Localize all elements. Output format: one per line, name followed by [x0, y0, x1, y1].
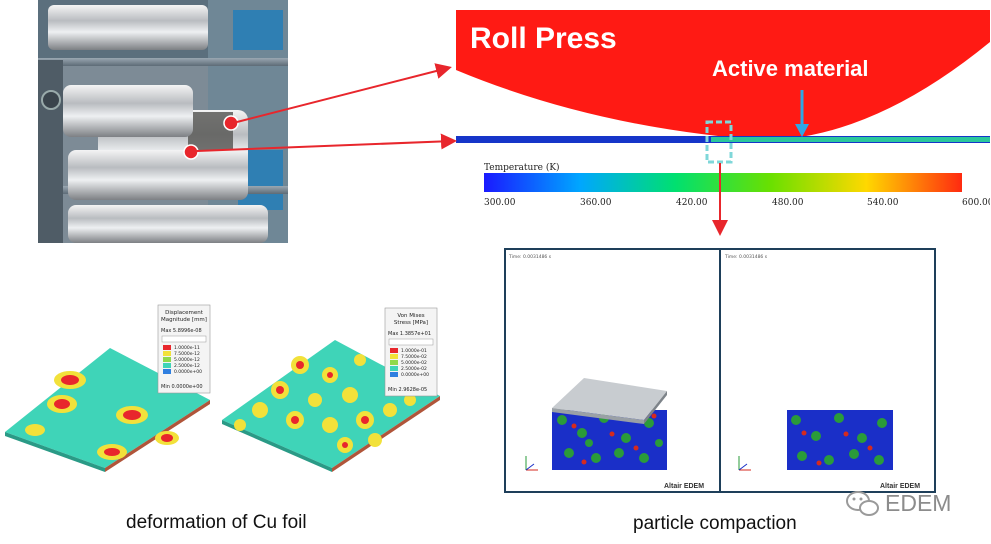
- particle-compaction-figure: Time: 0.0031486 s Time: 0.0031486 s: [504, 248, 936, 493]
- displacement-legend-min: Min 0.0000e+00: [161, 384, 203, 390]
- wechat-icon: [846, 491, 879, 516]
- colorbar-tick-4: 480.00: [772, 198, 804, 208]
- colorbar-title: Temperature (K): [484, 162, 560, 173]
- colorbar-tick-2: 360.00: [580, 198, 612, 208]
- von-mises-legend-title-1: Von Mises: [397, 313, 424, 319]
- axis-triad-right-icon: [738, 456, 751, 471]
- colorbar-tick-labels: 300.00 360.00 420.00 480.00 540.00 600.0…: [484, 198, 990, 208]
- von-mises-legend-title-2: Stress [MPa]: [394, 320, 428, 326]
- cu-foil-deformation-figure: Displacement Magnitude [mm] Max 5.8996e-…: [5, 304, 440, 472]
- roll-press-simulation: 300.00 360.00 420.00 480.00 540.00 600.0…: [456, 10, 990, 208]
- roll-press-title: Roll Press: [470, 22, 617, 55]
- von-mises-legend: Von Mises Stress [MPa] Max 1.3857e+01 1.…: [384, 307, 438, 397]
- compaction-caption: particle compaction: [633, 513, 797, 534]
- foil-caption: deformation of Cu foil: [126, 512, 307, 533]
- von-mises-legend-max: Max 1.3857e+01: [388, 331, 431, 337]
- compaction-block-left: [552, 378, 667, 470]
- displacement-legend-entry-5: 0.0000e+00: [174, 369, 202, 375]
- time-label-right: Time: 0.0031486 s: [724, 254, 768, 260]
- displacement-legend-entry-3: 5.0000e-12: [174, 357, 200, 363]
- von-mises-legend-entry-1: 1.0000e-01: [401, 348, 427, 354]
- von-mises-legend-entry-2: 7.5000e-02: [401, 354, 427, 360]
- displacement-legend: Displacement Magnitude [mm] Max 5.8996e-…: [157, 304, 211, 394]
- von-mises-legend-entry-3: 5.0000e-02: [401, 360, 427, 366]
- von-mises-legend-entry-4: 2.5000e-02: [401, 366, 427, 372]
- displacement-legend-max: Max 5.8996e-08: [161, 328, 202, 334]
- colorbar-tick-1: 300.00: [484, 198, 516, 208]
- colorbar-tick-5: 540.00: [867, 198, 899, 208]
- active-material-pointer-icon: [795, 124, 809, 137]
- displacement-legend-entry-1: 1.0000e-11: [174, 345, 200, 351]
- displacement-legend-title-1: Displacement: [165, 310, 204, 316]
- displacement-legend-entry-4: 2.5000e-12: [174, 363, 200, 369]
- edem-brand-right: Altair EDEM: [880, 483, 920, 490]
- displacement-legend-entry-2: 7.5000e-12: [174, 351, 200, 357]
- colorbar-tick-3: 420.00: [676, 198, 708, 208]
- edem-watermark: EDEM: [843, 484, 983, 524]
- axis-triad-left-icon: [525, 456, 538, 471]
- colorbar-tick-6: 600.00: [962, 198, 990, 208]
- von-mises-legend-entry-5: 0.0000e+00: [401, 372, 429, 378]
- compaction-block-right: [787, 410, 893, 470]
- displacement-legend-title-2: Magnitude [mm]: [161, 317, 207, 323]
- time-label-left: Time: 0.0031486 s: [508, 254, 552, 260]
- active-material-label: Active material: [712, 56, 869, 81]
- edem-brand-left: Altair EDEM: [664, 483, 704, 490]
- roll-press-machine-photo: [38, 0, 288, 243]
- edem-watermark-text: EDEM: [885, 490, 952, 516]
- von-mises-legend-min: Min 2.9628e-05: [388, 387, 427, 393]
